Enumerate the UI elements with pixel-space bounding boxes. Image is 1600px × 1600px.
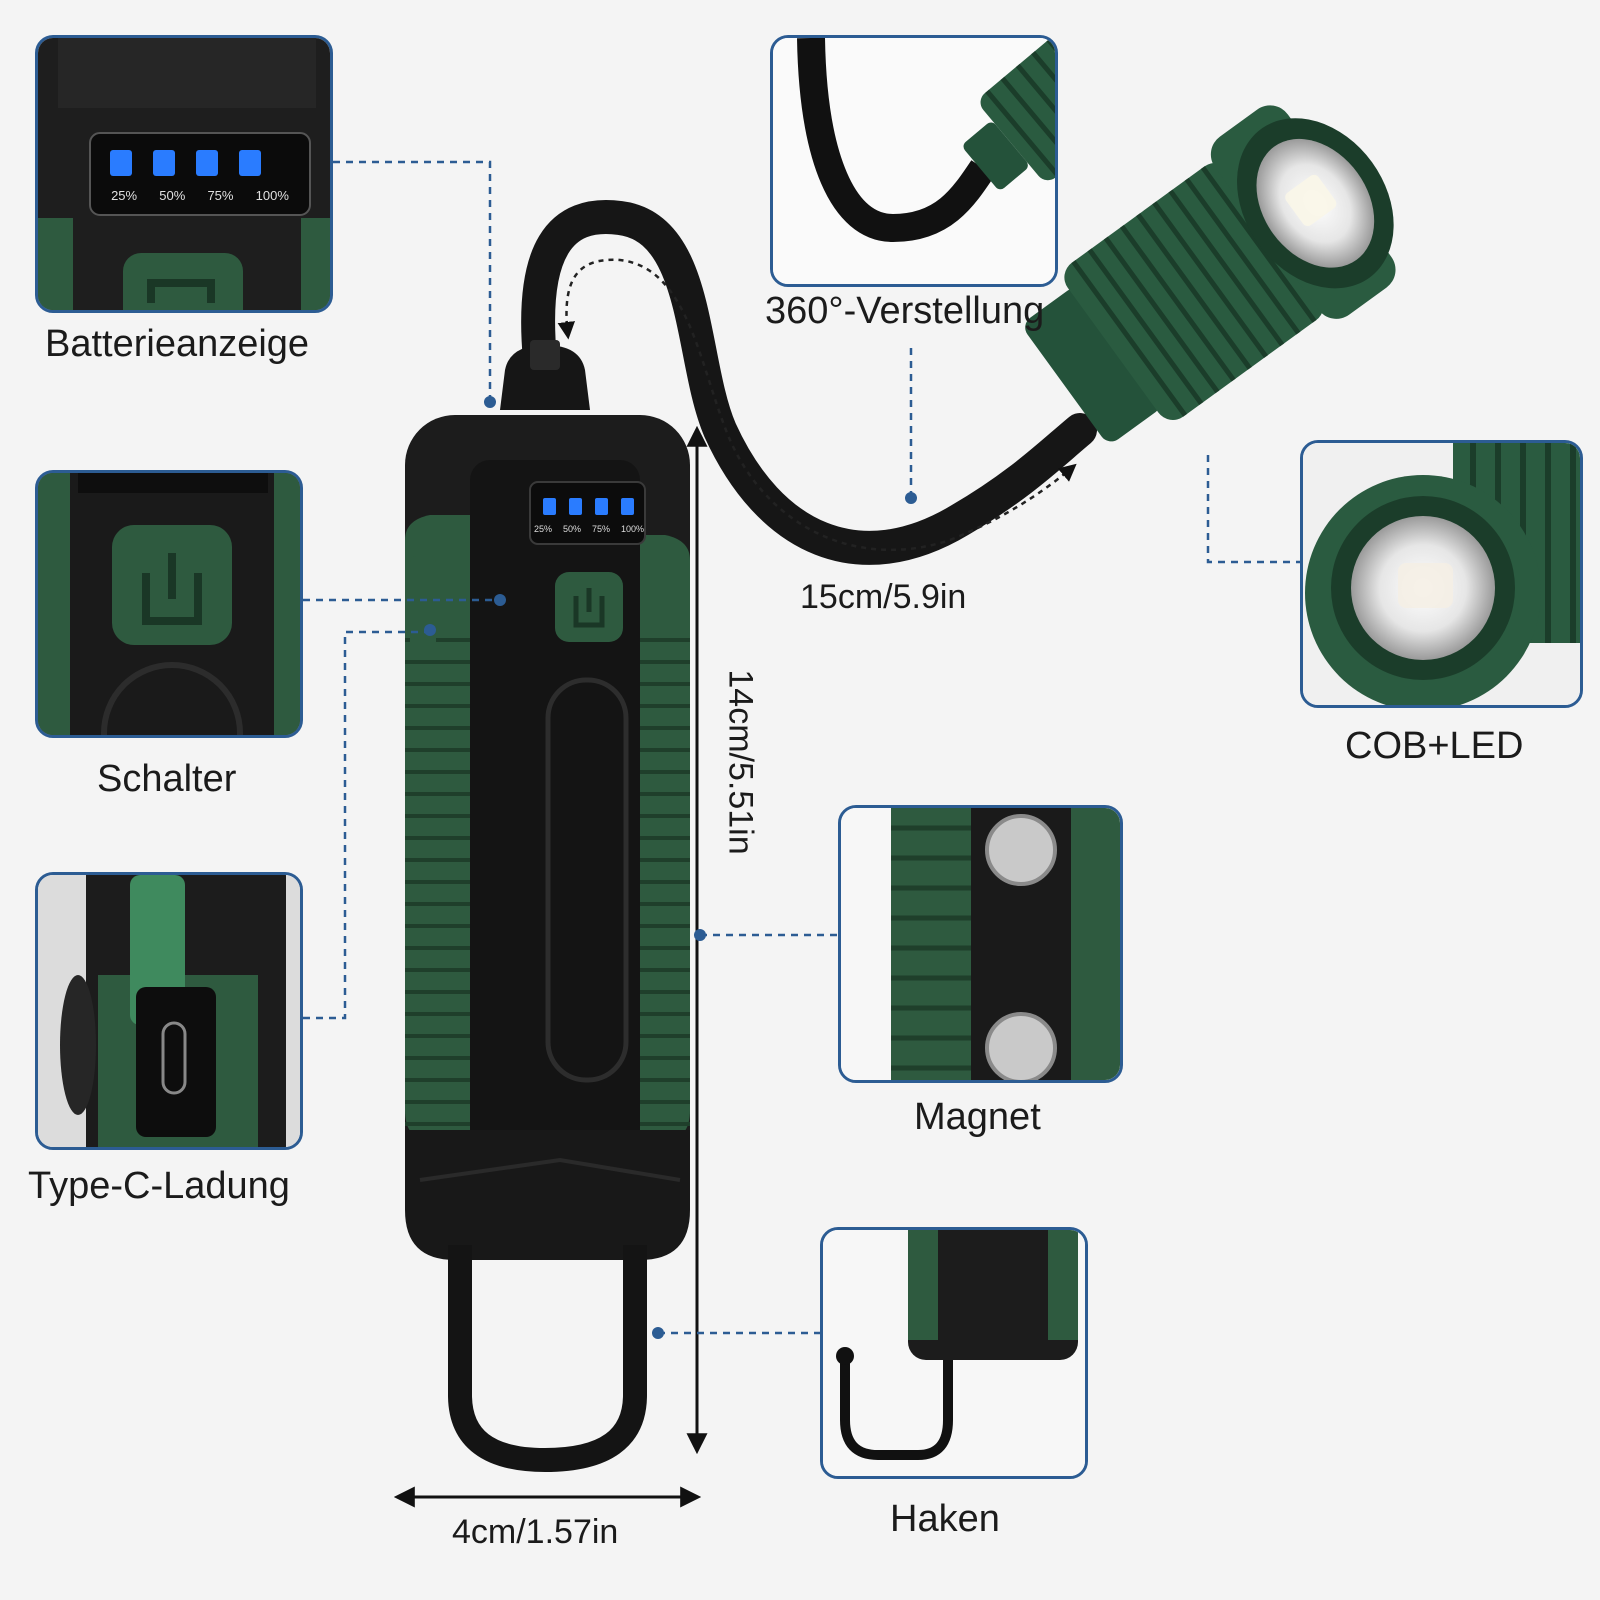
magnet-bottom-icon [985,1012,1057,1080]
dim-width: 4cm/1.57in [452,1513,619,1551]
body-led-4 [621,498,634,515]
label-magnet: Magnet [914,1096,1041,1138]
typec-detail-panel [35,872,303,1150]
body-led-2 [569,498,582,515]
label-switch: Schalter [97,758,237,800]
panel-level-50: 50% [159,188,186,203]
dim-hose-length: 15cm/5.9in [800,578,967,616]
neck-connector [500,345,590,410]
body-led-1 [543,498,556,515]
body-level-100: 100% [620,524,644,534]
flashlight-body [405,415,690,1472]
body-led-3 [595,498,608,515]
callout-dot-hook [652,1327,664,1339]
callout-dot-magnet [694,929,706,941]
callout-dot-switch [494,594,506,606]
callout-battery [333,160,492,400]
body-level-75: 75% [591,524,610,534]
label-hook: Haken [890,1498,1000,1540]
body-level-25: 25% [534,524,553,534]
panel-led-1 [110,150,132,176]
callout-dot-typec [424,624,436,636]
hanging-loop [448,1245,647,1472]
label-cob: COB+LED [1345,725,1524,767]
callout-cob [1206,455,1300,564]
panel-led-3 [196,150,218,176]
dim-height: 14cm/5.51in [721,669,760,855]
cob-detail-panel [1300,440,1583,708]
body-battery-levels: 25% 50% 75% 100% [534,524,644,534]
rotation-detail-panel [770,35,1058,287]
magnet-top-icon [985,814,1057,886]
callout-dot-rotation [905,492,917,504]
panel-level-25: 25% [111,188,138,203]
hook-detail-panel [820,1227,1088,1479]
hose-length-indicator [557,258,1077,552]
panel-battery-levels: 25% 50% 75% 100% [100,188,300,203]
body-level-50: 50% [562,524,581,534]
callout-typec [303,630,430,1020]
panel-level-100: 100% [255,188,289,203]
flashlight-head [1025,105,1396,442]
switch-detail-panel [35,470,303,738]
label-typec: Type-C-Ladung [28,1165,290,1207]
magnet-detail-panel [838,805,1123,1083]
panel-level-75: 75% [207,188,234,203]
panel-led-4 [239,150,261,176]
callout-dot-battery [484,396,496,408]
label-battery: Batterieanzeige [45,323,310,365]
battery-detail-panel: 25% 50% 75% 100% [35,35,333,313]
label-rotation: 360°-Verstellung [765,290,1045,332]
panel-led-2 [153,150,175,176]
